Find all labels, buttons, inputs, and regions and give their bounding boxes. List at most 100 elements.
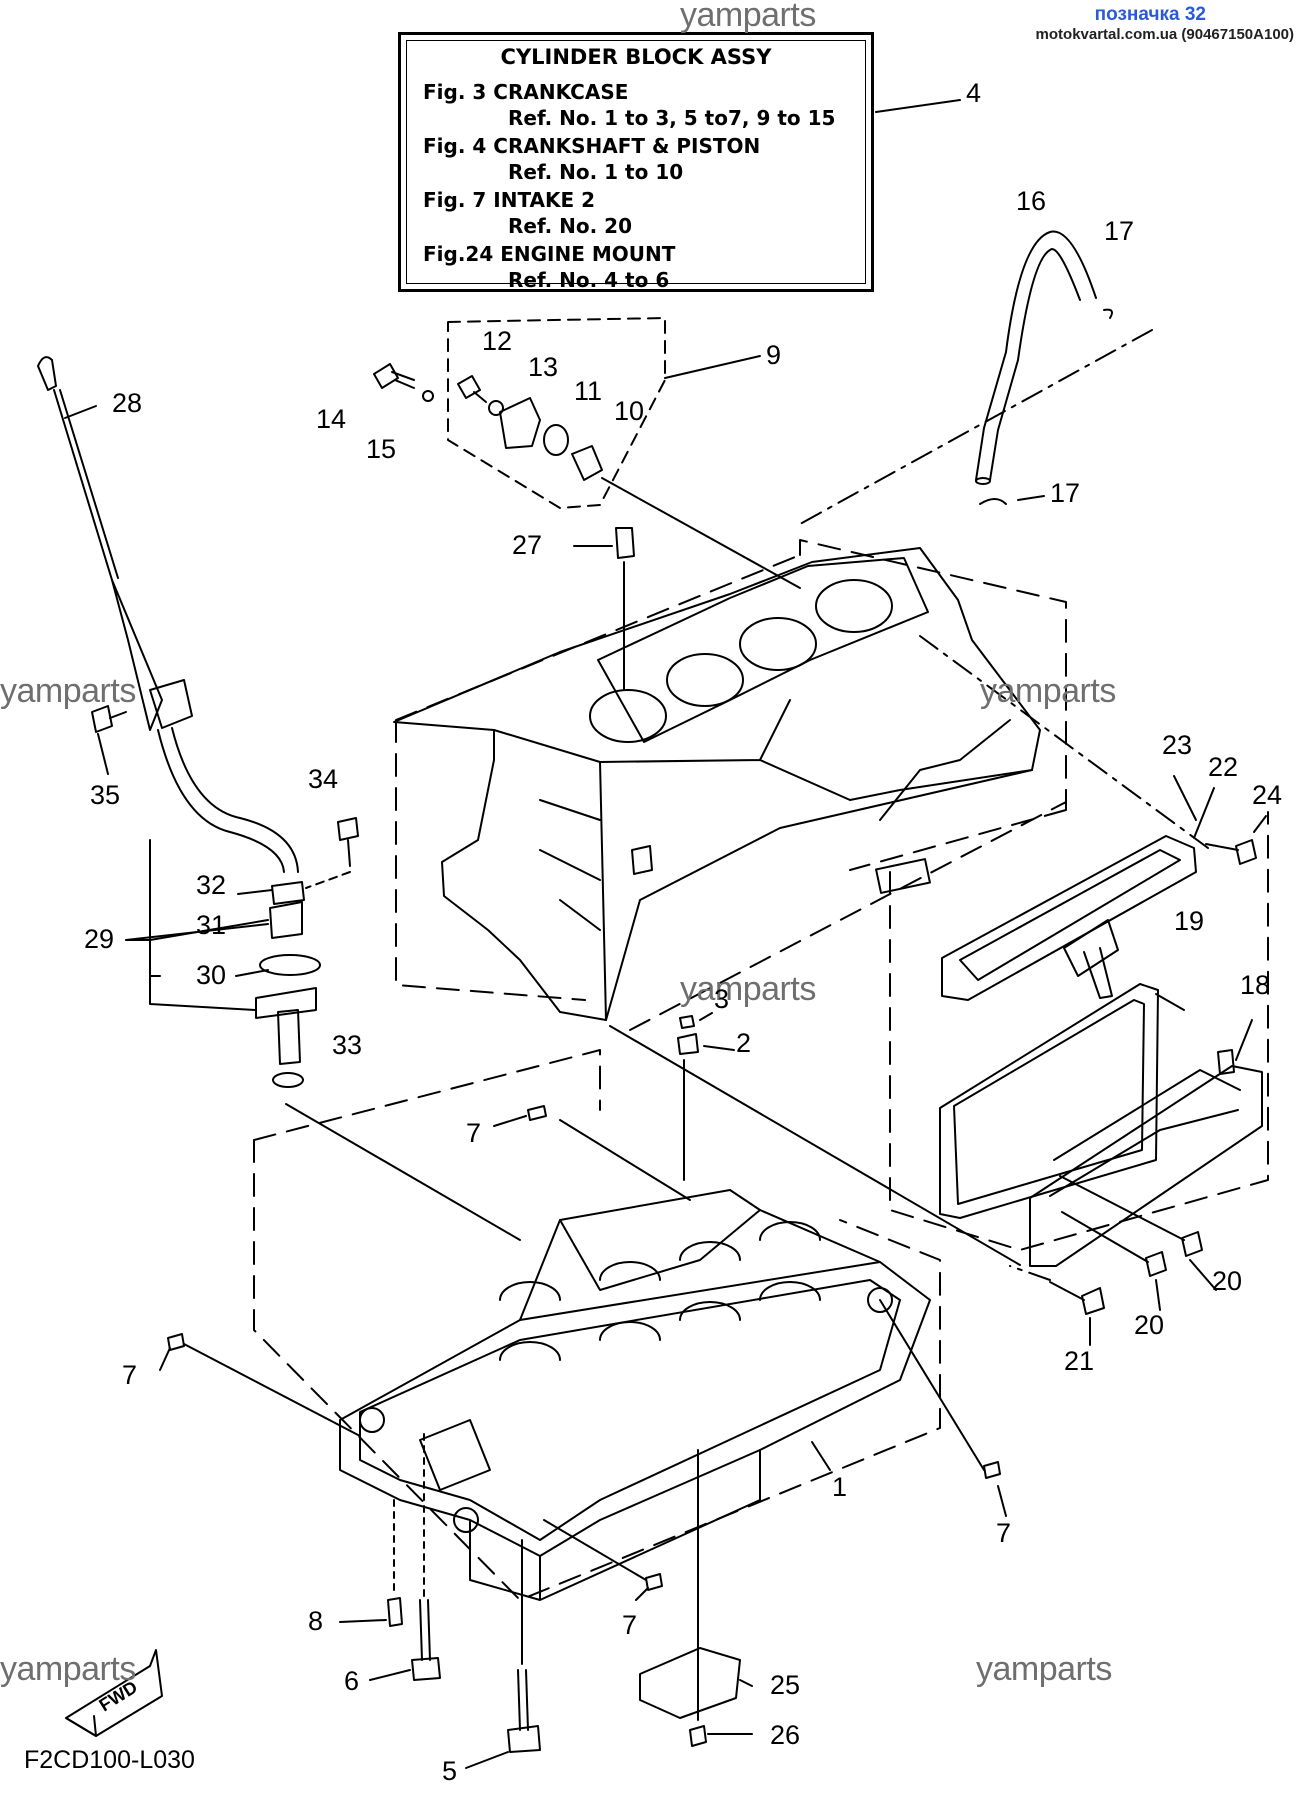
part-label: 17 [1104, 216, 1135, 246]
centerline-33 [285, 1103, 521, 1241]
title-box-title: CYLINDER BLOCK ASSY [500, 45, 772, 69]
part-label: 15 [366, 434, 397, 464]
watermark: yamparts [0, 1650, 136, 1688]
pin-8 [387, 1597, 403, 1627]
part-label: 30 [196, 960, 227, 990]
leader-5 [465, 1751, 509, 1769]
leader-6 [369, 1669, 411, 1681]
leader-3 [699, 1012, 713, 1021]
fig-entry: Fig. 4 CRANKSHAFT & PISTON Ref. No. 1 to… [423, 133, 760, 185]
part-label: 7 [622, 1610, 638, 1640]
pin-2 [677, 1033, 699, 1055]
fig-label: Fig.24 ENGINE MOUNT [423, 242, 676, 266]
bolt-20a [1059, 1175, 1203, 1257]
part-label: 7 [122, 1360, 138, 1390]
pin-7-left [167, 1333, 185, 1351]
gasket-19 [939, 983, 1159, 1219]
guide-31 [269, 901, 303, 939]
part-label: 9 [766, 340, 782, 370]
part-label: 33 [332, 1030, 363, 1060]
part-label: 19 [1174, 906, 1205, 936]
leader-4 [875, 99, 961, 113]
fig-entry: Fig. 7 INTAKE 2 Ref. No. 20 [423, 187, 632, 239]
watermark: yamparts [980, 672, 1116, 710]
part-label: 28 [112, 388, 143, 418]
leader-8 [339, 1619, 387, 1623]
part-label: 31 [196, 910, 227, 940]
leader-7-right [997, 1485, 1007, 1517]
watermark: yamparts [680, 970, 816, 1008]
leader-2 [703, 1045, 735, 1051]
leader-28 [64, 405, 97, 419]
fig-entry: Fig. 3 CRANKCASE Ref. No. 1 to 3, 5 to7,… [423, 79, 835, 131]
group-box-block [395, 539, 1067, 1031]
centerline-block-right [609, 1025, 1021, 1266]
part-label: 32 [196, 870, 227, 900]
pin-7-top [527, 1105, 547, 1121]
crankcase-1 [339, 1189, 931, 1601]
part-label: 14 [316, 404, 347, 434]
dowel-27 [615, 527, 635, 559]
leader-17 [1017, 495, 1045, 501]
header-tag: позначка 32 [1094, 4, 1206, 25]
washer-13 [488, 400, 504, 416]
centerline-24 [919, 635, 1209, 849]
group-box-9 [447, 317, 666, 509]
fig-ref: Ref. No. 20 [508, 214, 633, 238]
watermark: yamparts [0, 672, 136, 710]
leader-1 [811, 1441, 831, 1471]
dipstick-28 [37, 356, 299, 873]
group-box-right [889, 811, 1269, 1251]
watermark: yamparts [976, 1650, 1112, 1688]
cylinder-block [393, 547, 1041, 1021]
part-label: 6 [344, 1666, 360, 1696]
mount-bracket [499, 397, 541, 449]
part-label: 4 [966, 78, 982, 108]
guide-holder [255, 987, 317, 1019]
centerline-21 [1009, 1265, 1051, 1281]
pin-3 [679, 1015, 695, 1029]
cover-23 [941, 835, 1197, 1001]
damper-10 [571, 445, 603, 481]
leader-24 [1253, 815, 1267, 833]
part-label: 22 [1208, 752, 1239, 782]
collar-11 [543, 424, 569, 456]
centerline-7-right [879, 1299, 985, 1471]
centerline-7-left [183, 1343, 361, 1437]
part-label: 20 [1134, 1310, 1165, 1340]
leader-23 [1173, 775, 1197, 821]
drawing-code: F2CD100-L030 [24, 1746, 195, 1774]
centerline-7-bottom [543, 1519, 647, 1581]
part-label: 13 [528, 352, 559, 382]
centerline-7-top [559, 1119, 691, 1201]
clamp-32 [271, 881, 305, 905]
group-box-crankcase [253, 1049, 941, 1601]
fwd-arrow-icon [65, 1649, 163, 1737]
pin-7-right [983, 1461, 1001, 1479]
part-label: 25 [770, 1670, 801, 1700]
fig-label: Fig. 7 INTAKE 2 [423, 188, 596, 212]
gasket-19-inner [953, 999, 1145, 1205]
part-label: 2 [736, 1028, 752, 1058]
leader-20a [1189, 1259, 1217, 1291]
part-label: 3 [714, 984, 730, 1014]
part-label: 34 [308, 764, 339, 794]
bolt-12 [457, 375, 487, 403]
leader-35 [97, 733, 109, 775]
bolt-14 [373, 363, 415, 389]
bolt-5 [507, 1669, 541, 1753]
cover-18 [1029, 1049, 1263, 1267]
leader-7-left [159, 1347, 171, 1371]
part-label: 1 [832, 1472, 848, 1502]
watermark: yamparts [680, 0, 816, 34]
leader-7-top [493, 1115, 527, 1127]
fig-label: Fig. 4 CRANKSHAFT & PISTON [423, 134, 761, 158]
part-label: 21 [1064, 1346, 1095, 1376]
part-label: 17 [1050, 478, 1081, 508]
leader-9 [664, 355, 761, 379]
fig-label: Fig. 3 CRANKCASE [423, 80, 629, 104]
header-source: motokvartal.com.ua (90467150A100) [1035, 26, 1294, 43]
leader-20b [1155, 1279, 1161, 1311]
part-label: 7 [466, 1118, 482, 1148]
o-ring-33 [272, 1072, 304, 1088]
